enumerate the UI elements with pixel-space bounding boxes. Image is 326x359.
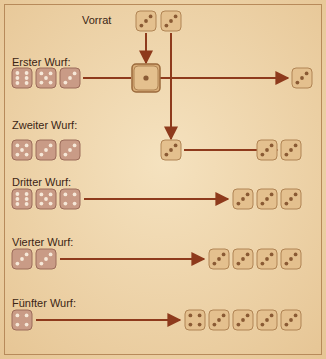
die bbox=[161, 11, 181, 31]
die bbox=[233, 310, 253, 330]
die bbox=[257, 310, 277, 330]
die bbox=[60, 189, 80, 209]
die bbox=[233, 189, 253, 209]
die bbox=[36, 140, 56, 160]
die bbox=[136, 11, 156, 31]
die bbox=[12, 249, 32, 269]
die bbox=[281, 310, 301, 330]
die bbox=[36, 68, 56, 88]
die bbox=[209, 249, 229, 269]
die bbox=[36, 189, 56, 209]
die bbox=[12, 310, 32, 330]
move-arrow bbox=[159, 77, 288, 79]
frame-border bbox=[5, 5, 322, 355]
roll-label: Dritter Wurf: bbox=[12, 176, 71, 189]
die bbox=[161, 140, 181, 160]
die bbox=[257, 189, 277, 209]
move-arrow bbox=[60, 258, 204, 260]
die bbox=[257, 140, 277, 160]
roll-label: Fünfter Wurf: bbox=[12, 297, 76, 310]
die bbox=[257, 249, 277, 269]
die bbox=[132, 64, 160, 92]
move-arrow bbox=[83, 77, 131, 79]
die bbox=[209, 310, 229, 330]
die bbox=[292, 68, 312, 88]
die bbox=[233, 249, 253, 269]
roll-label: Vierter Wurf: bbox=[12, 236, 73, 249]
die bbox=[281, 189, 301, 209]
move-arrow bbox=[36, 319, 180, 321]
move-arrow bbox=[145, 33, 147, 63]
die bbox=[12, 140, 32, 160]
roll-label: Erster Wurf: bbox=[12, 56, 70, 69]
roll-label: Zweiter Wurf: bbox=[12, 119, 77, 132]
move-arrow bbox=[84, 198, 228, 200]
die bbox=[185, 310, 205, 330]
move-arrow bbox=[170, 33, 172, 139]
roll-label: Vorrat bbox=[82, 14, 111, 27]
die bbox=[281, 249, 301, 269]
die bbox=[60, 68, 80, 88]
die bbox=[12, 68, 32, 88]
die bbox=[36, 249, 56, 269]
die bbox=[281, 140, 301, 160]
die bbox=[12, 189, 32, 209]
die bbox=[60, 140, 80, 160]
